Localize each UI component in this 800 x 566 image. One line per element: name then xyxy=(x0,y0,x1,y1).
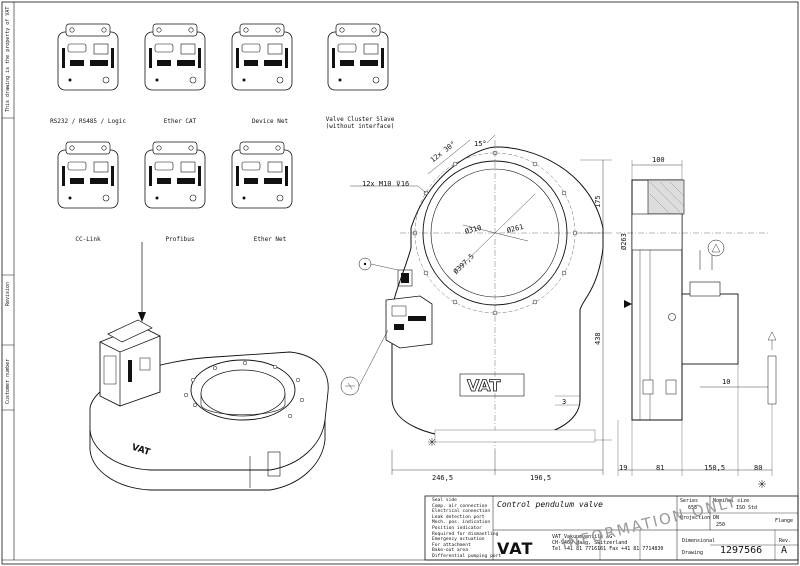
dim-19: 19 xyxy=(619,464,628,472)
dimensional-label: Dimensional xyxy=(682,538,716,544)
interface-profibus-icon xyxy=(144,141,206,209)
legend-item: Emergency actuation xyxy=(432,537,485,543)
nominal-label: Nominal size xyxy=(713,498,750,504)
drawing-label: Drawing xyxy=(682,550,704,556)
property-note: This drawing is the property of VAT xyxy=(5,6,11,112)
legend-item: Required for dismantling xyxy=(432,531,499,537)
interface-devicenet-icon xyxy=(231,23,293,91)
dim-80: 80 xyxy=(754,464,763,472)
interface-label-cclink: CC-Link xyxy=(75,236,101,243)
legend-item: Mech. pos. indication xyxy=(432,520,491,526)
dim-3: 3 xyxy=(562,398,567,406)
company-address: CH-9469 Haag, Switzerland xyxy=(552,540,628,546)
dim-246: 246,5 xyxy=(432,474,454,482)
dim-81: 81 xyxy=(656,464,665,472)
legend-item: Differential pumping port xyxy=(432,553,502,559)
series-label: Series xyxy=(680,498,699,504)
dim-10: 10 xyxy=(722,378,731,386)
interface-label-devicenet: Device Net xyxy=(251,118,289,125)
revision-label: Revision xyxy=(5,281,11,306)
legend-item: Seal side xyxy=(432,498,457,503)
dim-angle-15: 15° xyxy=(474,140,487,148)
interface-label-cluster: Valve Cluster Slave xyxy=(325,116,395,123)
series-value: 653 xyxy=(688,505,698,511)
interface-label-rs232: RS232 / RS485 / Logic xyxy=(50,118,126,125)
interface-label-ethernet: Ether Net xyxy=(253,236,287,243)
legend-item: Position indicator xyxy=(432,525,482,531)
title-block-legend: Seal side Comp. air connection Electrica… xyxy=(432,498,501,560)
company-telephone: Tel +41 81 7716161 Fax +41 81 7714830 xyxy=(552,546,664,552)
dim-196: 196,5 xyxy=(530,474,552,482)
front-view: VAT xyxy=(340,134,612,475)
dim-175: 175 xyxy=(594,195,602,208)
interface-ethernet-icon xyxy=(231,141,293,209)
customer-number-label: Customer number xyxy=(5,358,11,404)
side-view xyxy=(616,160,777,488)
rev-label: Rev. xyxy=(779,538,792,544)
dim-438: 438 xyxy=(594,332,602,345)
title-block xyxy=(424,495,799,561)
drawing-title: Control pendulum valve xyxy=(497,500,603,509)
dim-hole-pattern: 12x M10 ⊽16 xyxy=(362,180,410,188)
company-name: VAT Vakuumventile AG xyxy=(552,534,613,540)
projection-label: Projection xyxy=(680,515,711,521)
interface-label-cluster-sub: (without interface) xyxy=(325,123,395,130)
dn-label: DN xyxy=(713,515,720,521)
dim-100: 100 xyxy=(652,156,665,164)
flange-label: Flange xyxy=(775,518,794,524)
rev-value: A xyxy=(781,545,788,556)
legend-item: Bake-out area xyxy=(432,548,468,554)
legend-item: For attachment xyxy=(432,542,471,548)
legend-item: Leak detection port xyxy=(432,514,485,520)
dim-150: 150,5 xyxy=(704,464,726,472)
legend-item: Comp. air connection xyxy=(432,503,488,509)
interface-label-ethercat: Ether CAT xyxy=(163,118,197,125)
interface-label-profibus: Profibus xyxy=(165,236,195,243)
legend-item: Electrical connection xyxy=(432,509,491,515)
isometric-valve-view: VAT xyxy=(89,319,329,491)
drawing-number: 1297566 xyxy=(720,545,763,556)
svg-text:VAT: VAT xyxy=(467,376,500,395)
interface-cluster-icon xyxy=(327,23,389,91)
dn-value: 250 xyxy=(716,522,726,528)
interface-cclink-icon xyxy=(57,141,119,209)
interface-rs232-icon xyxy=(57,23,119,91)
interface-ethercat-icon xyxy=(144,23,206,91)
dim-263: Ø263 xyxy=(620,233,628,250)
nominal-value: ISO Std xyxy=(736,505,758,511)
vat-logo: VAT xyxy=(497,539,534,558)
